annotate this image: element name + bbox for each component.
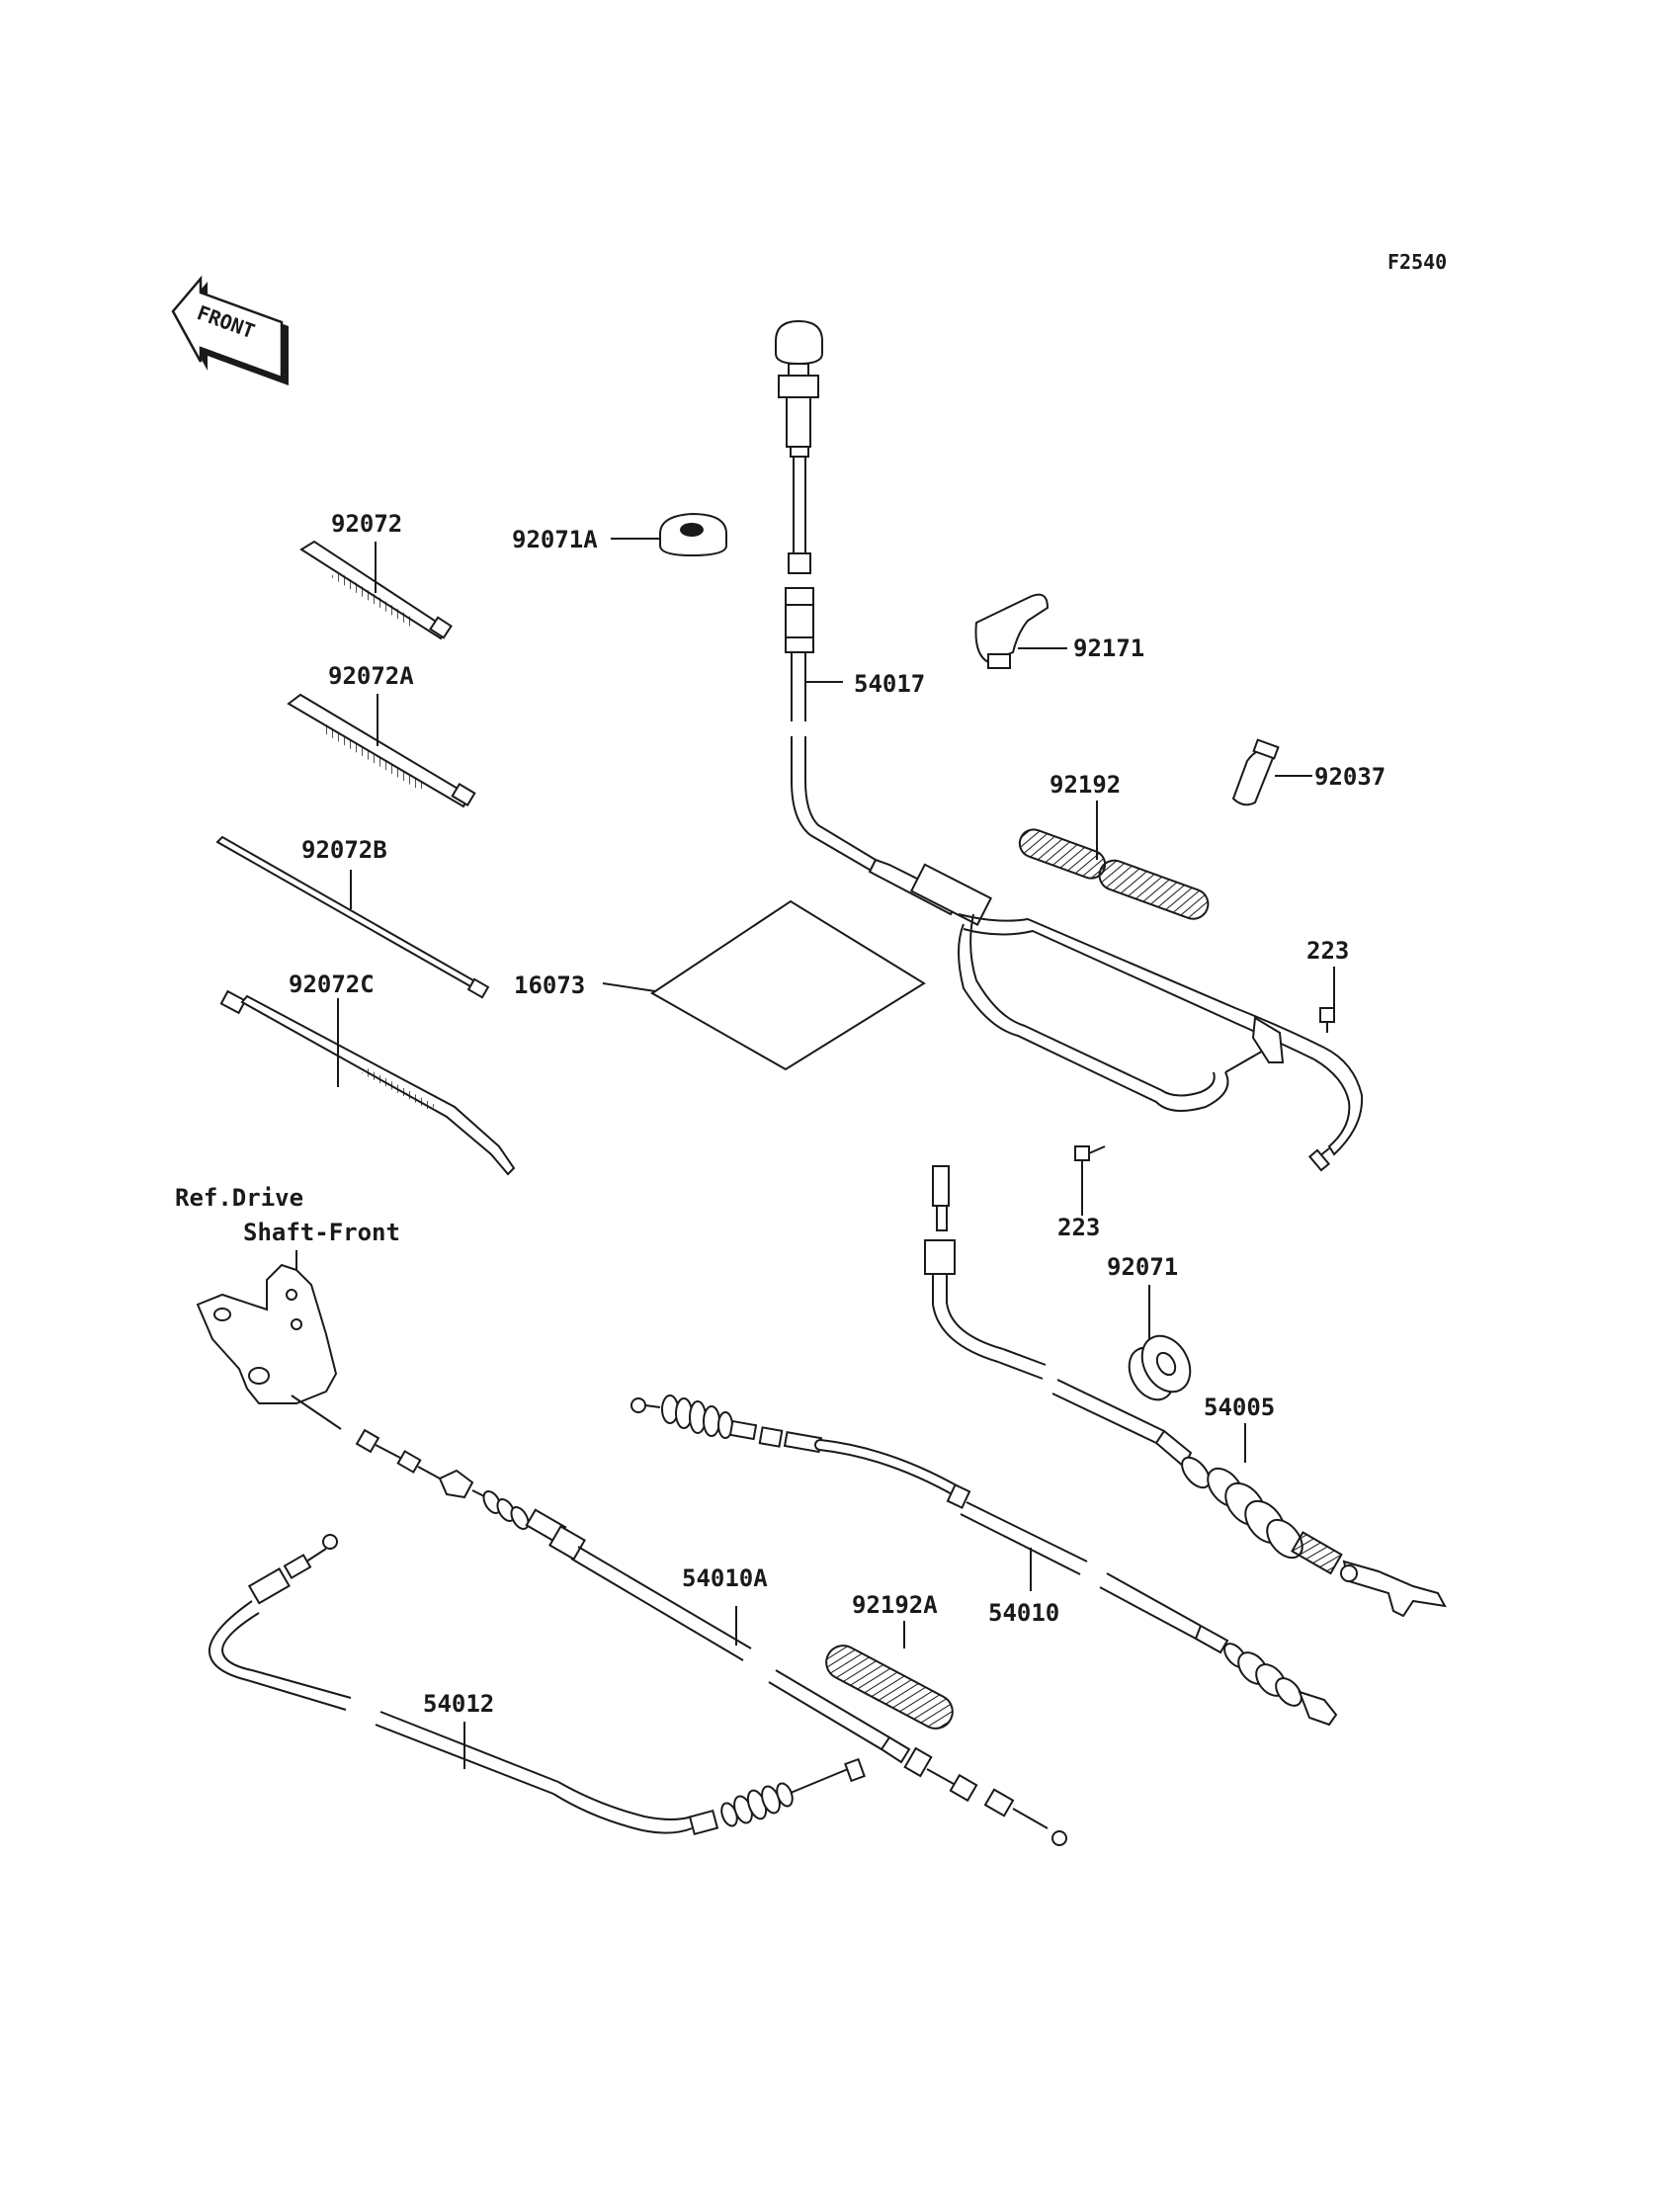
cable-54005 bbox=[924, 1165, 1447, 1618]
label-92072C: 92072C bbox=[289, 971, 375, 998]
cable-tie-92072c bbox=[219, 989, 516, 1176]
label-92072A: 92072A bbox=[328, 662, 414, 690]
grommet-92071a bbox=[611, 512, 727, 557]
label-54012: 54012 bbox=[423, 1690, 494, 1718]
clamp-92037 bbox=[1231, 738, 1312, 806]
label-54005: 54005 bbox=[1204, 1394, 1275, 1421]
label-92071: 92071 bbox=[1107, 1253, 1178, 1281]
label-54010A: 54010A bbox=[682, 1564, 768, 1592]
bolt-223-upper bbox=[1319, 967, 1335, 1033]
bolt-223-lower bbox=[1074, 1145, 1106, 1216]
label-92192A: 92192A bbox=[852, 1591, 938, 1619]
protector-92192 bbox=[1018, 801, 1210, 920]
clamp-92171 bbox=[974, 593, 1067, 669]
label-92071A: 92071A bbox=[512, 526, 598, 553]
cable-tie-92072a bbox=[287, 693, 476, 808]
label-92072: 92072 bbox=[331, 510, 402, 538]
label-92171: 92171 bbox=[1073, 634, 1144, 662]
label-223-lower: 223 bbox=[1057, 1214, 1100, 1241]
ref-label-line2: Shaft-Front bbox=[243, 1219, 400, 1246]
label-16073: 16073 bbox=[514, 972, 585, 999]
sheet-16073 bbox=[602, 899, 926, 1071]
ref-label-line1: Ref.Drive bbox=[175, 1184, 303, 1212]
cable-tie-92072b bbox=[215, 835, 490, 999]
label-92072B: 92072B bbox=[301, 836, 387, 864]
choke-cable-54017 bbox=[775, 319, 1364, 1172]
label-92192: 92192 bbox=[1050, 771, 1121, 799]
protector-92192a bbox=[825, 1621, 954, 1730]
cable-54012 bbox=[208, 1534, 866, 1836]
cable-54010 bbox=[630, 1394, 1338, 1727]
drive-shaft-bracket bbox=[196, 1250, 338, 1404]
cable-54010a bbox=[355, 1428, 1067, 1846]
grommet-92071 bbox=[1128, 1285, 1192, 1401]
label-223-upper: 223 bbox=[1306, 937, 1349, 965]
label-54017: 54017 bbox=[854, 670, 925, 698]
cable-tie-92072 bbox=[299, 540, 453, 640]
diagram-code: F2540 bbox=[1387, 250, 1447, 274]
front-arrow-icon: FRONT bbox=[171, 275, 289, 385]
label-92037: 92037 bbox=[1314, 763, 1386, 791]
label-54010: 54010 bbox=[988, 1599, 1059, 1627]
